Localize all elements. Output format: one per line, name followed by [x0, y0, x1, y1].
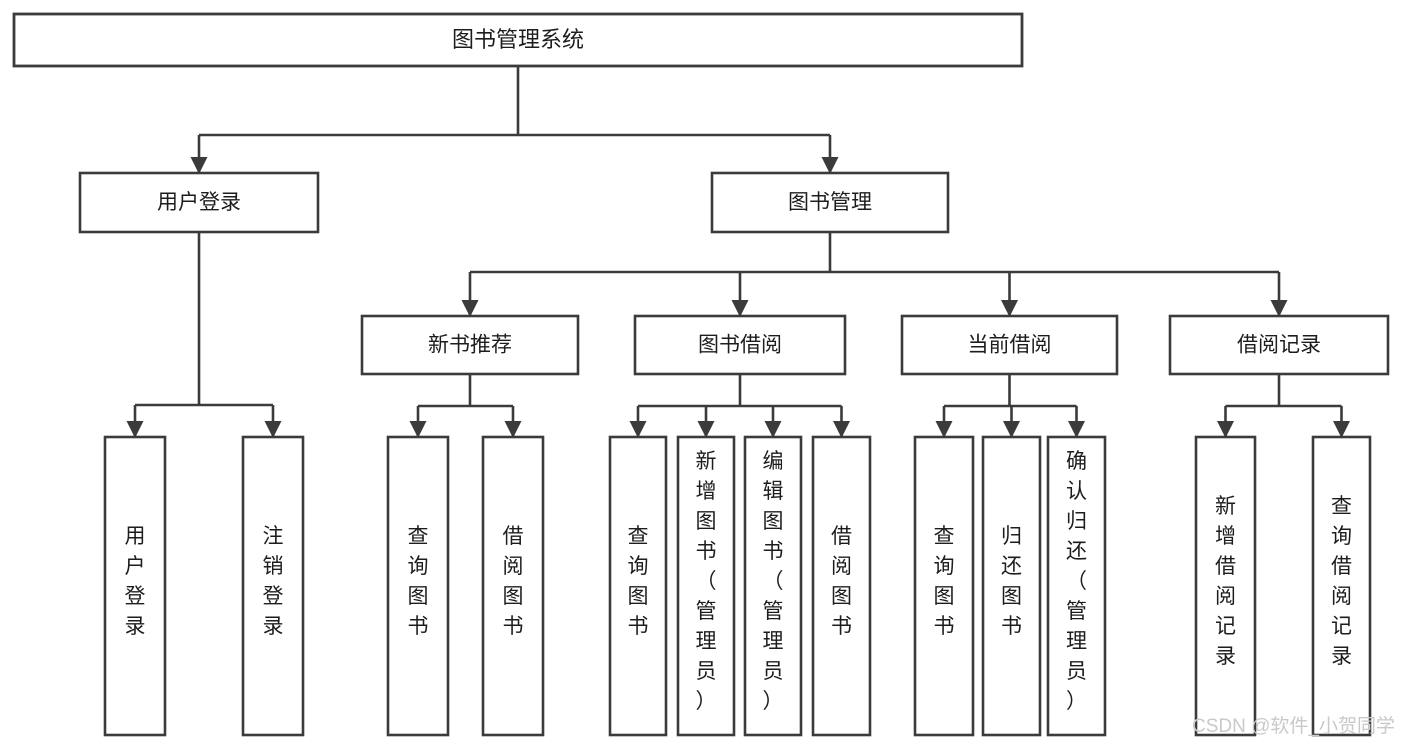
node-label-leaf-nb-query: 查询图书	[408, 525, 429, 638]
arrow-head-current	[1001, 300, 1018, 317]
node-box-leaf-user-logout[interactable]	[241, 435, 305, 737]
node-label-leaf-rc-query: 查询借阅记录	[1331, 495, 1352, 668]
arrow-head-leaf-user-logout	[264, 421, 282, 438]
arrow-head-records	[1270, 300, 1288, 317]
arrow-head-bookmgmt	[821, 157, 839, 174]
node-leaf-user-logout[interactable]: 注销登录	[241, 435, 305, 737]
node-box-leaf-bw-borrow[interactable]	[811, 435, 872, 737]
arrow-head-leaf-rc-add	[1217, 421, 1234, 438]
node-label-leaf-nb-borrow: 借阅图书	[503, 525, 524, 638]
node-label-leaf-bw-borrow: 借阅图书	[831, 525, 852, 638]
node-leaf-bw-borrow[interactable]: 借阅图书	[811, 435, 872, 737]
node-bookmgmt[interactable]: 图书管理	[710, 171, 950, 234]
arrow-head-leaf-rc-query	[1333, 421, 1350, 438]
node-label-current: 当前借阅	[968, 334, 1052, 357]
node-label-login: 用户登录	[157, 191, 241, 214]
node-label-borrow: 图书借阅	[698, 334, 782, 357]
node-leaf-cb-confirm[interactable]: 确认归还（管理员）	[1046, 435, 1107, 737]
node-label-root: 图书管理系统	[452, 27, 584, 52]
arrow-head-newbook	[461, 300, 479, 317]
node-box-leaf-cb-query[interactable]	[913, 435, 975, 737]
arrow-head-login	[190, 157, 208, 174]
node-box-login[interactable]	[78, 171, 320, 234]
arrow-head-leaf-cb-return	[1003, 421, 1020, 438]
node-leaf-bw-query[interactable]: 查询图书	[608, 435, 668, 737]
node-label-newbook: 新书推荐	[428, 334, 512, 357]
node-box-leaf-user-login[interactable]	[103, 435, 167, 737]
node-box-leaf-cb-confirm[interactable]	[1046, 435, 1107, 737]
node-label-leaf-cb-query: 查询图书	[934, 525, 955, 638]
arrow-head-leaf-nb-query	[409, 421, 427, 438]
arrow-head-leaf-bw-query	[629, 421, 647, 438]
node-leaf-bw-add[interactable]: 新增图书（管理员）	[676, 435, 736, 737]
node-leaf-nb-borrow[interactable]: 借阅图书	[481, 435, 545, 737]
node-box-leaf-nb-query[interactable]	[386, 435, 450, 737]
edge-layer	[126, 66, 1350, 438]
node-label-bookmgmt: 图书管理	[788, 191, 872, 214]
node-login[interactable]: 用户登录	[78, 171, 320, 234]
node-records[interactable]: 借阅记录	[1168, 314, 1390, 376]
arrow-head-leaf-user-login	[126, 421, 144, 438]
arrow-head-borrow	[731, 300, 749, 317]
node-box-bookmgmt[interactable]	[710, 171, 950, 234]
node-newbook[interactable]: 新书推荐	[360, 314, 580, 376]
node-box-current[interactable]	[900, 314, 1119, 376]
node-current[interactable]: 当前借阅	[900, 314, 1119, 376]
node-label-leaf-rc-add: 新增借阅记录	[1215, 495, 1236, 668]
node-layer: 图书管理系统用户登录图书管理新书推荐图书借阅当前借阅借阅记录用户登录注销登录查询…	[12, 12, 1390, 737]
arrow-head-leaf-bw-edit	[764, 421, 782, 438]
node-box-newbook[interactable]	[360, 314, 580, 376]
node-box-root[interactable]	[12, 12, 1024, 68]
node-leaf-cb-query[interactable]: 查询图书	[913, 435, 975, 737]
node-label-leaf-cb-return: 归还图书	[1001, 525, 1022, 638]
node-label-leaf-cb-confirm: 确认归还（管理员）	[1066, 450, 1087, 713]
node-box-leaf-rc-query[interactable]	[1311, 435, 1372, 737]
node-leaf-nb-query[interactable]: 查询图书	[386, 435, 450, 737]
node-box-leaf-bw-query[interactable]	[608, 435, 668, 737]
node-label-leaf-user-logout: 注销登录	[263, 525, 284, 638]
node-box-records[interactable]	[1168, 314, 1390, 376]
node-box-leaf-rc-add[interactable]	[1194, 435, 1257, 737]
node-leaf-rc-add[interactable]: 新增借阅记录	[1194, 435, 1257, 737]
node-leaf-rc-query[interactable]: 查询借阅记录	[1311, 435, 1372, 737]
arrow-head-leaf-bw-borrow	[833, 421, 850, 438]
node-leaf-cb-return[interactable]: 归还图书	[981, 435, 1042, 737]
arrow-head-leaf-nb-borrow	[504, 421, 522, 438]
node-root[interactable]: 图书管理系统	[12, 12, 1024, 68]
node-box-leaf-bw-add[interactable]	[676, 435, 736, 737]
node-box-leaf-cb-return[interactable]	[981, 435, 1042, 737]
csdn-watermark: CSDN @软件_小贺同学	[1192, 715, 1395, 737]
arrow-head-leaf-bw-add	[697, 421, 715, 438]
arrow-head-leaf-cb-confirm	[1068, 421, 1085, 438]
node-label-leaf-user-login: 用户登录	[125, 525, 146, 638]
node-box-leaf-bw-edit[interactable]	[743, 435, 803, 737]
node-box-borrow[interactable]	[633, 314, 847, 376]
node-borrow[interactable]: 图书借阅	[633, 314, 847, 376]
node-label-leaf-bw-query: 查询图书	[628, 525, 649, 638]
node-leaf-user-login[interactable]: 用户登录	[103, 435, 167, 737]
node-leaf-bw-edit[interactable]: 编辑图书（管理员）	[743, 435, 803, 737]
arrow-head-leaf-cb-query	[935, 421, 953, 438]
node-box-leaf-nb-borrow[interactable]	[481, 435, 545, 737]
node-label-records: 借阅记录	[1237, 334, 1321, 357]
node-label-leaf-bw-edit: 编辑图书（管理员）	[763, 450, 784, 713]
node-label-leaf-bw-add: 新增图书（管理员）	[696, 450, 717, 713]
